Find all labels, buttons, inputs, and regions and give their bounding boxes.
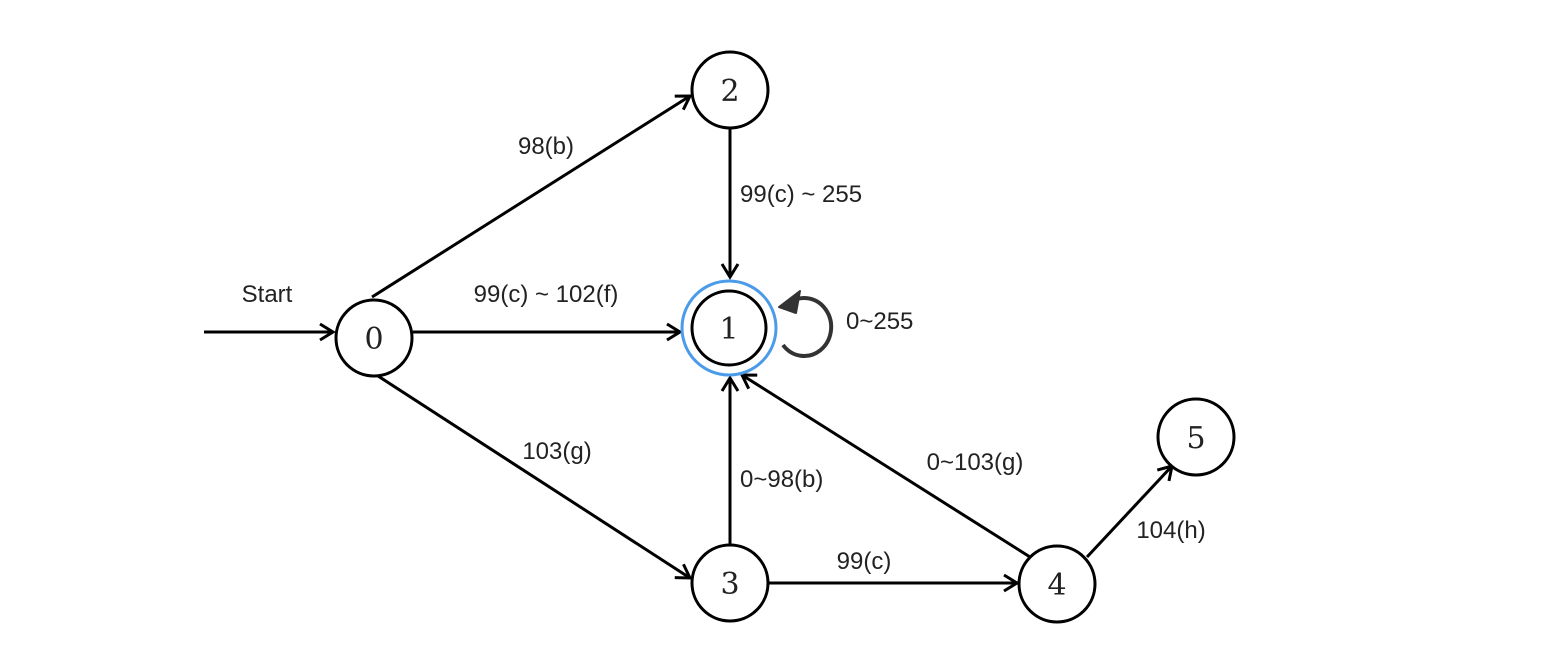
edge-2-to-1-label: 99(c) ~ 255 [740, 181, 862, 208]
edge-4-to-1-label: 0~103(g) [927, 449, 1024, 476]
edge-0-to-1-label: 99(c) ~ 102(f) [474, 281, 619, 308]
state-3-label: 3 [720, 567, 739, 602]
state-1-label: 1 [719, 312, 738, 347]
edge-3-to-4-label: 99(c) [837, 548, 892, 575]
state-3: 3 [690, 543, 770, 623]
edge-4-to-5-label: 104(h) [1136, 517, 1205, 544]
edge-0-to-2-label: 98(b) [518, 133, 574, 160]
state-0: 0 [334, 298, 414, 378]
state-4: 4 [1017, 544, 1097, 624]
state-2-label: 2 [720, 74, 739, 109]
edge-3-to-1-label: 0~98(b) [740, 466, 823, 493]
edge-4-to-5 [1085, 463, 1174, 559]
edge-0-to-3 [377, 374, 693, 580]
state-5-label: 5 [1186, 421, 1205, 456]
start-label: Start [242, 281, 293, 308]
edge-0-to-3-label: 103(g) [522, 438, 591, 465]
state-4-label: 4 [1047, 568, 1066, 603]
self-loop-1-label: 0~255 [846, 308, 913, 335]
state-1: 1 [680, 279, 778, 377]
self-loop-1-arrowhead [778, 290, 801, 314]
edge-4-to-1 [739, 373, 1031, 559]
edge-0-to-2 [371, 94, 693, 299]
state-5: 5 [1156, 397, 1236, 477]
self-loop-1 [781, 296, 834, 358]
state-2: 2 [690, 50, 770, 130]
state-0-label: 0 [364, 322, 383, 357]
